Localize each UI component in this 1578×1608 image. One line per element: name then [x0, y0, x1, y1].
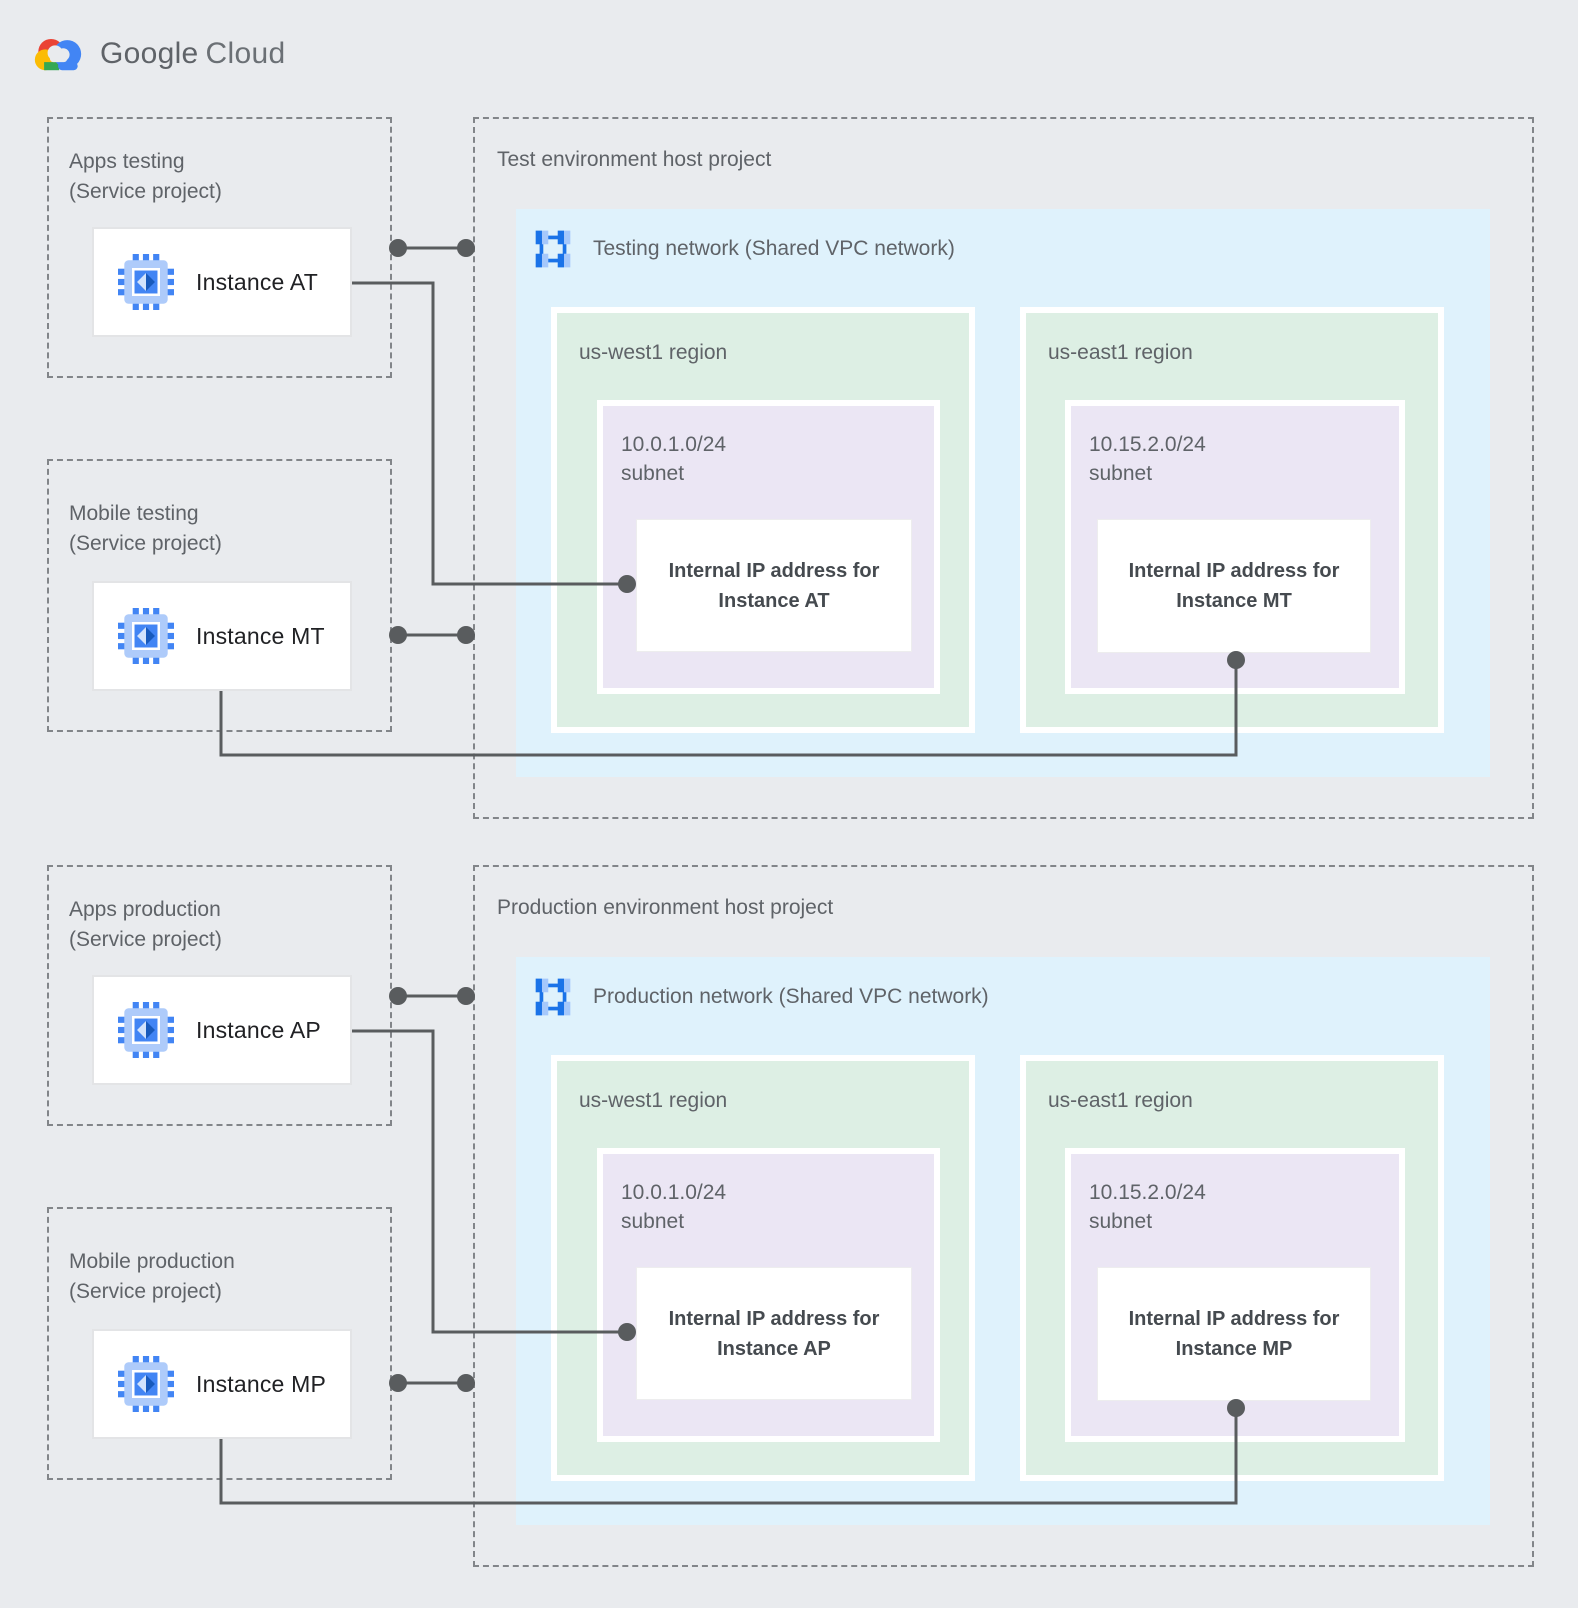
production-environment-section: Apps production (Service project): [0, 865, 1578, 1568]
subnet-word: subnet: [621, 462, 685, 485]
internal-ip-label: Internal IP address for Instance MP: [1129, 1304, 1340, 1364]
network-label: Production network (Shared VPC network): [593, 985, 989, 1008]
service-project-subtitle: (Service project): [69, 1280, 222, 1303]
region-label: us-east1 region: [1048, 1089, 1193, 1112]
network-header: Testing network (Shared VPC network): [516, 209, 1490, 270]
internal-ip-box: Internal IP address for Instance AT: [636, 519, 912, 652]
host-project-title: Production environment host project: [497, 896, 834, 919]
internal-ip-line1: Internal IP address for: [1128, 560, 1340, 582]
instance-label: Instance AT: [196, 268, 318, 295]
instance-card: Instance AP: [92, 975, 352, 1085]
compute-engine-icon: [118, 608, 174, 664]
service-project-subtitle: (Service project): [69, 180, 222, 203]
service-project-title: Mobile testing (Service project): [49, 461, 390, 559]
instance-card: Instance MT: [92, 581, 352, 691]
instance-card: Instance AT: [92, 227, 352, 337]
service-project-subtitle: (Service project): [69, 928, 222, 951]
internal-ip-line1: Internal IP address for: [668, 1307, 880, 1330]
service-project-name: Apps testing: [69, 150, 185, 173]
instance-label: Instance MP: [196, 1370, 327, 1397]
region-label: us-east1 region: [1048, 341, 1193, 364]
internal-ip-line2: Instance AT: [718, 589, 830, 612]
internal-ip-box: Internal IP address for Instance MP: [1097, 1267, 1371, 1401]
host-project-title: Test environment host project: [497, 148, 772, 171]
subnet-label: 10.0.1.0/24 subnet: [603, 406, 934, 488]
google-cloud-icon: [30, 32, 86, 76]
internal-ip-line2: Instance MP: [1175, 1338, 1293, 1360]
subnet-cidr: 10.0.1.0/24: [621, 433, 727, 456]
service-project-name: Mobile production: [69, 1250, 235, 1273]
instance-label: Instance AP: [196, 1016, 321, 1043]
subnet-word: subnet: [1089, 462, 1153, 485]
service-project-subtitle: (Service project): [69, 532, 222, 555]
internal-ip-label: Internal IP address for Instance MT: [1129, 556, 1340, 616]
vpc-network-icon: [532, 976, 574, 1018]
internal-ip-line2: Instance AP: [717, 1337, 831, 1360]
subnet-word: subnet: [621, 1210, 685, 1233]
test-environment-section: Apps testing (Service project): [0, 117, 1578, 820]
vpc-network-icon: [532, 228, 574, 270]
service-project-title: Mobile production (Service project): [49, 1209, 390, 1307]
service-project-title: Apps testing (Service project): [49, 119, 390, 207]
compute-engine-icon: [118, 254, 174, 310]
subnet-cidr: 10.15.2.0/24: [1089, 433, 1206, 456]
instance-label: Instance MT: [196, 622, 325, 649]
region-label: us-west1 region: [579, 1089, 728, 1112]
subnet-cidr: 10.15.2.0/24: [1089, 1181, 1206, 1204]
internal-ip-line2: Instance MT: [1176, 590, 1292, 612]
compute-engine-icon: [118, 1356, 174, 1412]
subnet-label: 10.15.2.0/24 subnet: [1071, 1154, 1399, 1236]
internal-ip-label: Internal IP address for Instance AP: [669, 1304, 880, 1364]
subnet-label: 10.15.2.0/24 subnet: [1071, 406, 1399, 488]
compute-engine-icon: [118, 1002, 174, 1058]
instance-card: Instance MP: [92, 1329, 352, 1439]
service-project-name: Mobile testing: [69, 502, 199, 525]
subnet-label: 10.0.1.0/24 subnet: [603, 1154, 934, 1236]
network-label: Testing network (Shared VPC network): [593, 237, 955, 260]
subnet-word: subnet: [1089, 1210, 1153, 1233]
internal-ip-box: Internal IP address for Instance AP: [636, 1267, 912, 1400]
internal-ip-line1: Internal IP address for: [668, 559, 880, 582]
service-project-title: Apps production (Service project): [49, 867, 390, 955]
subnet-cidr: 10.0.1.0/24: [621, 1181, 727, 1204]
service-project-name: Apps production: [69, 898, 221, 921]
internal-ip-line1: Internal IP address for: [1128, 1308, 1340, 1330]
internal-ip-label: Internal IP address for Instance AT: [669, 556, 880, 616]
region-label: us-west1 region: [579, 341, 728, 364]
internal-ip-box: Internal IP address for Instance MT: [1097, 519, 1371, 653]
network-header: Production network (Shared VPC network): [516, 957, 1490, 1018]
